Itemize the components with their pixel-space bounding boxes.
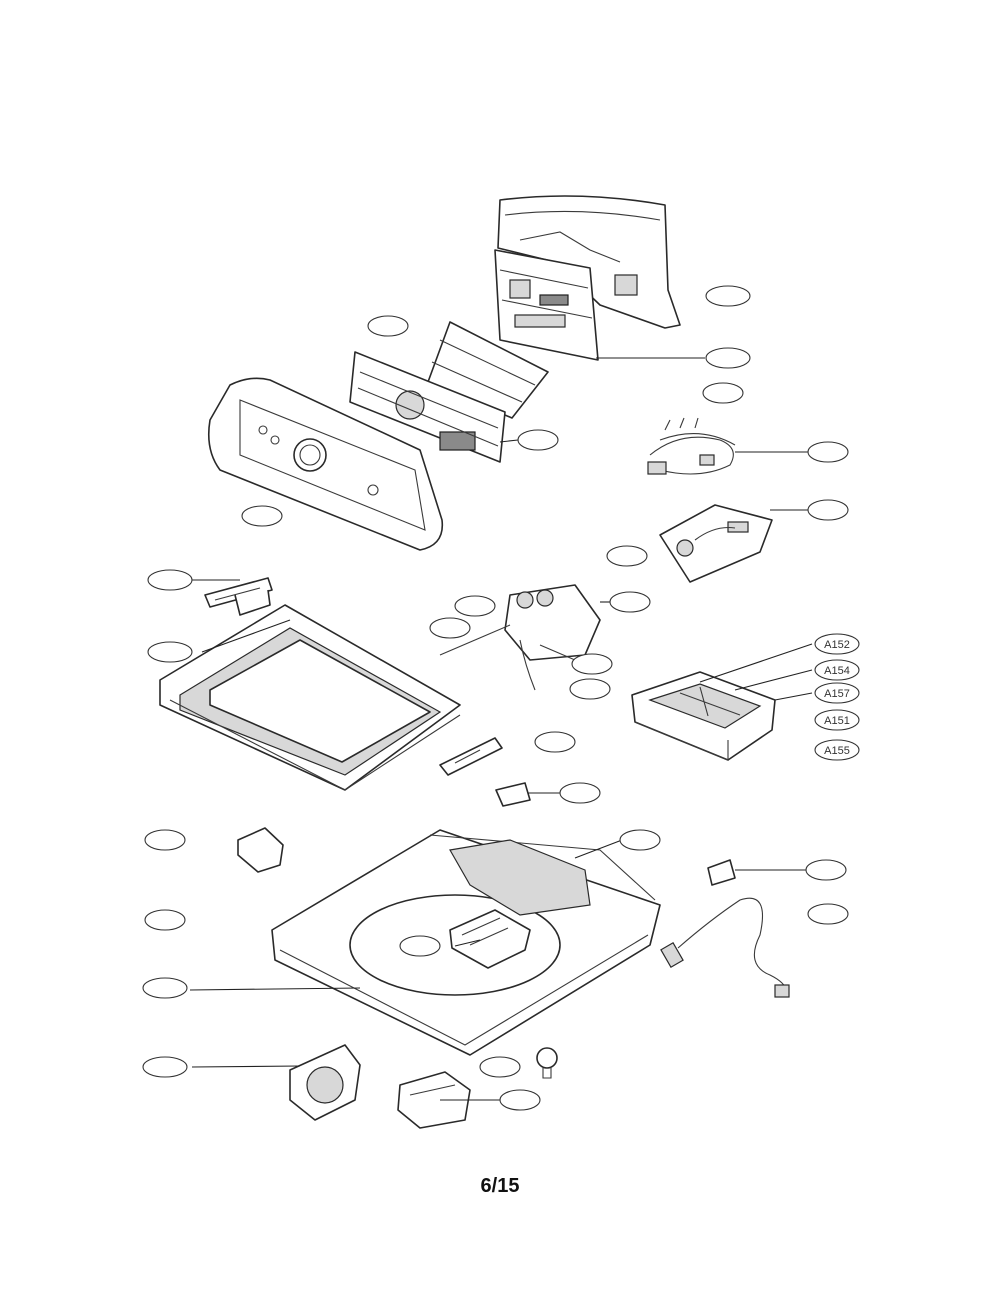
callout-oval [569, 678, 611, 700]
callout-label-a155: A155 [824, 745, 850, 757]
callout-oval [499, 1089, 541, 1111]
display-pcb-assembly [349, 351, 506, 463]
callout-oval-a154 [814, 659, 860, 681]
control-base-bracket [449, 909, 531, 969]
water-inlet-valve [439, 584, 601, 691]
callout-oval [571, 653, 613, 675]
callout-oval [429, 617, 471, 639]
noise-filter-board [659, 504, 773, 583]
callout-oval [702, 382, 744, 404]
callout-oval [807, 441, 849, 463]
hinge-mounting-clip [707, 859, 736, 886]
callout-oval [144, 829, 186, 851]
washer-lid [159, 604, 461, 791]
power-cord [660, 897, 790, 998]
callout-ovals [142, 285, 849, 1111]
callout-oval [609, 591, 651, 613]
page-number: 6/15 [480, 1175, 520, 1197]
callout-oval [807, 903, 849, 925]
callout-oval-a151 [814, 709, 860, 731]
callout-oval [705, 347, 751, 369]
callout-oval-a152-upper [814, 633, 860, 655]
callout-oval [517, 429, 559, 451]
callout-oval [367, 315, 409, 337]
callout-oval [454, 595, 496, 617]
callout-oval [241, 505, 283, 527]
callout-label-a151: A151 [824, 715, 850, 727]
callout-oval [534, 731, 576, 753]
callout-oval [147, 641, 193, 663]
door-hinge-bracket [204, 577, 273, 616]
detergent-dispenser [631, 671, 776, 761]
callout-oval [144, 909, 186, 931]
control-panel-rear-cover [497, 195, 681, 329]
callout-label-a152-upper: A152 [824, 639, 850, 651]
control-panel-fascia [207, 377, 444, 551]
lid-lock-latch [439, 737, 503, 776]
wire-harness [647, 417, 736, 475]
readable-callouts: A152 A154 A157 A151 A155 [814, 633, 860, 761]
callout-oval [807, 499, 849, 521]
main-pcb-assembly [494, 249, 599, 361]
callout-oval [142, 977, 188, 999]
callout-oval [399, 935, 441, 957]
lid-switch [495, 782, 531, 807]
callout-oval-a157 [814, 682, 860, 704]
callout-oval-a155 [814, 739, 860, 761]
callout-oval [805, 859, 847, 881]
callout-label-a157: A157 [824, 688, 850, 700]
leader-lines [189, 357, 813, 1101]
callout-oval [479, 1056, 521, 1078]
drain-cap [536, 1047, 558, 1079]
callout-oval [142, 1056, 188, 1078]
callout-oval [606, 545, 648, 567]
pump-housing [397, 1071, 471, 1129]
callout-oval [559, 782, 601, 804]
callout-oval [705, 285, 751, 307]
rear-bracket [237, 827, 284, 873]
callout-oval [619, 829, 661, 851]
bottom-hub [289, 1044, 361, 1121]
callout-oval [147, 569, 193, 591]
callout-label-a154: A154 [824, 665, 850, 677]
